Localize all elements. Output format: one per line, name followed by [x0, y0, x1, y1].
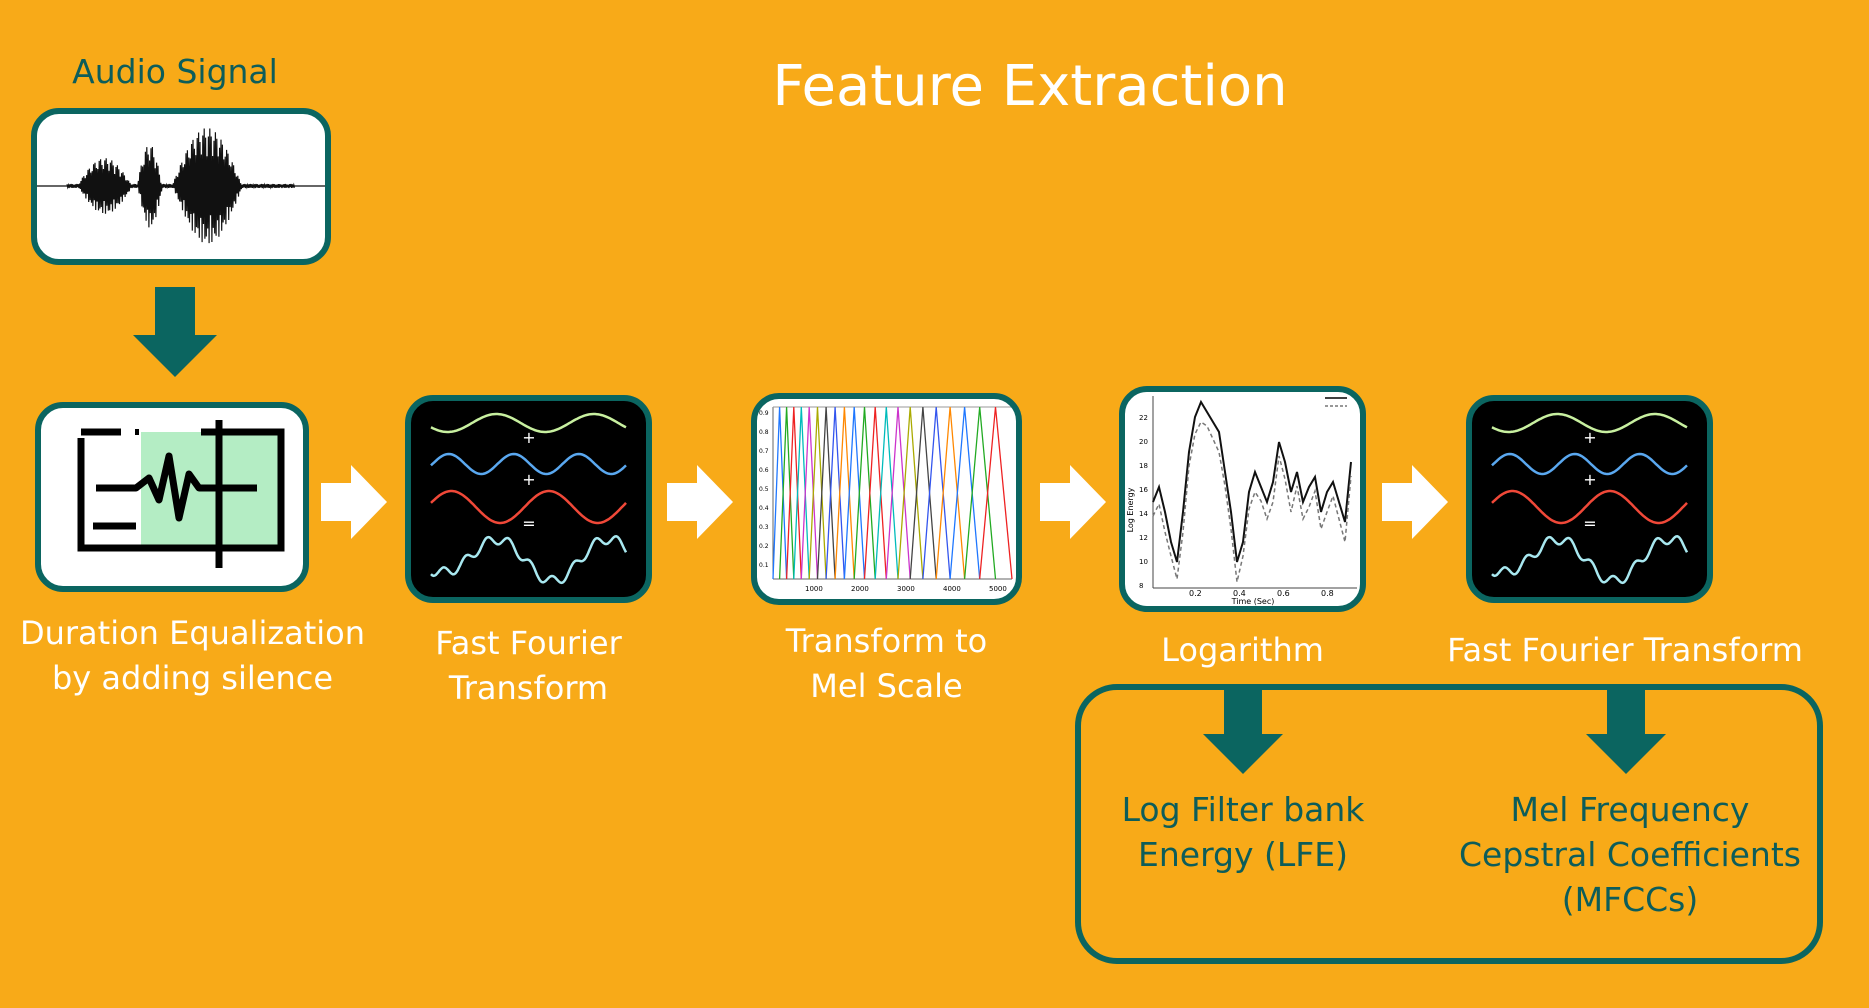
- y-tick-label: 14: [1139, 510, 1148, 518]
- x-tick-label: 3000: [897, 585, 915, 593]
- mel-filter-triangle: [922, 406, 951, 580]
- outputs-group: [1075, 684, 1823, 964]
- mel-filter-triangle: [853, 406, 876, 580]
- y-tick-label: 0.5: [759, 486, 769, 493]
- y-tick-label: 0.1: [759, 562, 769, 569]
- plus-sign: +: [1583, 428, 1596, 447]
- mel-filter-triangle: [909, 406, 937, 580]
- mel-filter-triangle: [793, 406, 810, 580]
- audio-signal-box: [31, 108, 331, 265]
- mel-filter-triangle: [785, 406, 802, 580]
- step-label-fft: Fast Fourier Transform: [435, 624, 622, 707]
- right-arrow-icon: [1382, 465, 1448, 539]
- x-axis-label: Time (Sec): [1231, 597, 1275, 606]
- mel-filter-triangle: [963, 406, 997, 580]
- x-tick-label: 1000: [805, 585, 823, 593]
- down-arrow-icon: [133, 287, 217, 377]
- step-label-mel: Transform to Mel Scale: [785, 622, 988, 705]
- y-tick-label: 20: [1139, 438, 1148, 446]
- mel-scale-box: 0.9 0.8 0.7 0.6 0.5 0.4 0.3 0.2 0.1 1000 2000 3000…: [751, 393, 1022, 605]
- step-label-logarithm: Logarithm: [1161, 631, 1324, 669]
- mel-filter-triangle: [885, 406, 911, 580]
- fft-box: + + =: [405, 395, 652, 603]
- audio-signal-label: Audio Signal: [72, 52, 278, 91]
- y-tick-label: 12: [1139, 534, 1148, 542]
- x-tick-label: 0.8: [1321, 589, 1334, 598]
- step-label-duration: Duration Equalization by adding silence: [19, 614, 366, 697]
- mel-filter-triangle: [979, 406, 1013, 580]
- y-tick-label: 10: [1139, 558, 1148, 566]
- plus-sign: +: [522, 428, 535, 447]
- y-tick-label: 0.4: [759, 505, 769, 512]
- y-tick-label: 0.6: [759, 467, 769, 474]
- page-title: Feature Extraction: [772, 54, 1288, 119]
- mel-filter-triangle: [834, 406, 855, 580]
- x-tick-label: 5000: [989, 585, 1007, 593]
- mel-filter-triangle: [843, 406, 866, 580]
- mel-filter-triangle: [897, 406, 924, 580]
- equals-sign: =: [522, 514, 535, 533]
- y-tick-label: 0.3: [759, 524, 769, 531]
- x-tick-label: 2000: [851, 585, 869, 593]
- mel-filter-triangle: [874, 406, 899, 580]
- y-tick-label: 22: [1139, 414, 1148, 422]
- mel-filter-triangle: [935, 406, 966, 580]
- mel-filter-triangle: [816, 406, 836, 580]
- y-tick-label: 16: [1139, 486, 1148, 494]
- silence-padding-icon: [77, 420, 285, 568]
- y-tick-label: 0.7: [759, 448, 769, 455]
- x-tick-label: 0.2: [1189, 589, 1202, 598]
- right-arrow-icon: [667, 465, 733, 539]
- fft-box-2: + + =: [1466, 395, 1713, 603]
- y-tick-label: 8: [1139, 582, 1143, 590]
- output-mfcc: Mel Frequency Cepstral Coefficients (MFC…: [1459, 790, 1801, 919]
- mel-filter-triangle: [949, 406, 981, 580]
- down-arrow-icon: [1586, 688, 1666, 774]
- mel-filter-triangle: [863, 406, 887, 580]
- y-tick-label: 18: [1139, 462, 1148, 470]
- y-axis-label: Log Energy: [1126, 487, 1135, 532]
- duration-equalization-box: [35, 402, 309, 592]
- mel-filter-triangle: [800, 406, 819, 580]
- mel-filter-triangle: [778, 406, 795, 580]
- waveform-icon: [37, 128, 325, 244]
- x-tick-label: 0.4: [1233, 589, 1246, 598]
- sine-sum-icon: + + =: [1491, 412, 1689, 585]
- logarithm-box: Log Energy Time (Sec) 22 20 18 16 14 12 10 8 0.…: [1119, 386, 1366, 612]
- sine-sum-icon: + + =: [430, 412, 628, 585]
- x-tick-label: 4000: [943, 585, 961, 593]
- log-energy-chart: Log Energy Time (Sec) 22 20 18 16 14 12 10 8 0.…: [1126, 396, 1357, 606]
- right-arrow-icon: [1040, 465, 1106, 539]
- down-arrow-icon: [1203, 688, 1283, 774]
- mel-filterbank-chart: 0.9 0.8 0.7 0.6 0.5 0.4 0.3 0.2 0.1 1000 2000 3000…: [759, 406, 1013, 593]
- output-lfe: Log Filter bank Energy (LFE): [1121, 790, 1365, 874]
- mel-filter-triangle: [772, 406, 788, 580]
- y-tick-label: 0.9: [759, 410, 769, 417]
- plus-sign: +: [522, 470, 535, 489]
- y-tick-label: 0.2: [759, 543, 769, 550]
- plus-sign: +: [1583, 470, 1596, 489]
- x-tick-label: 0.6: [1277, 589, 1290, 598]
- mel-filter-triangle: [825, 406, 846, 580]
- y-tick-label: 0.8: [759, 429, 769, 436]
- right-arrow-icon: [321, 465, 387, 539]
- mel-filter-triangle: [808, 406, 827, 580]
- equals-sign: =: [1583, 514, 1596, 533]
- step-label-fft-2: Fast Fourier Transform: [1447, 631, 1803, 669]
